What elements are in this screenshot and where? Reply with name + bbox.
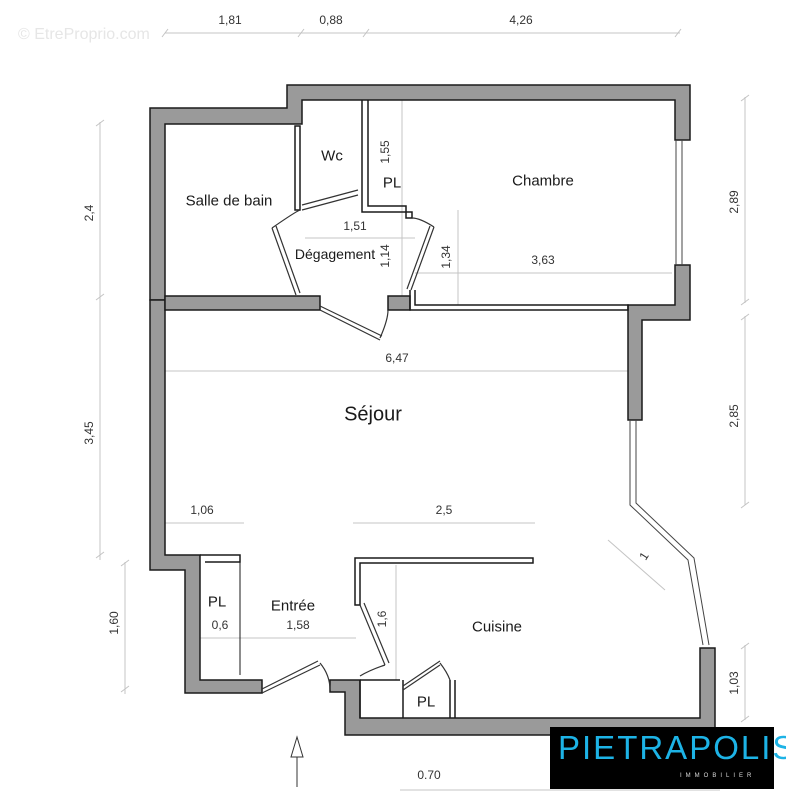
dim-top-1: 1,81 [218, 13, 242, 27]
dim-right-2: 2,85 [727, 404, 741, 428]
dim-degagement-width: 1,51 [343, 219, 367, 233]
doors [261, 189, 451, 694]
dim-sejour-kitchen: 2,5 [435, 503, 453, 517]
room-degagement: Dégagement [294, 246, 376, 262]
room-cuisine: Cuisine [471, 618, 523, 636]
walls [149, 84, 716, 736]
room-pl-cuisine: PL [416, 693, 436, 711]
north-arrow-icon [290, 735, 304, 787]
windows [629, 140, 710, 646]
dim-left-2: 3,45 [82, 421, 96, 445]
dim-pl-entree-width: 0,6 [211, 618, 229, 632]
dim-bottom: 0.70 [417, 768, 441, 782]
dim-chambre-offset: 1,34 [439, 245, 453, 269]
dim-left-3: 1,60 [107, 611, 121, 635]
dim-sejour-width: 6,47 [385, 351, 409, 365]
logo-subtitle: IMMOBILIER [680, 773, 756, 779]
dim-sejour-left: 1,06 [190, 503, 214, 517]
dim-right-3: 1,03 [727, 671, 741, 695]
dim-entree-width: 1,58 [286, 618, 310, 632]
dim-degagement-height: 1,14 [378, 244, 392, 268]
watermark: © EtreProprio.com [18, 26, 150, 43]
dim-wc-pl-height: 1,55 [378, 140, 392, 164]
dim-chambre-width: 3,63 [531, 253, 555, 267]
pietrapolis-logo: PIETRAPOLIS IMMOBILIER [550, 727, 786, 789]
dim-cuisine-wall: 1,6 [375, 610, 389, 628]
room-chambre: Chambre [512, 172, 574, 190]
dimension-lines [95, 28, 750, 791]
dim-left-1: 2,4 [82, 204, 96, 222]
dim-top-3: 4,26 [509, 13, 533, 27]
room-pl-entree: PL [207, 593, 227, 611]
room-sejour: Séjour [344, 403, 402, 426]
room-entree: Entrée [270, 597, 316, 615]
room-wc: Wc [321, 147, 343, 165]
dim-right-1: 2,89 [727, 190, 741, 214]
room-pl-top: PL [382, 174, 402, 192]
dim-top-2: 0,88 [319, 13, 343, 27]
logo-name: PIETRAPOLIS [558, 729, 786, 766]
room-salle-de-bain: Salle de bain [185, 192, 273, 210]
